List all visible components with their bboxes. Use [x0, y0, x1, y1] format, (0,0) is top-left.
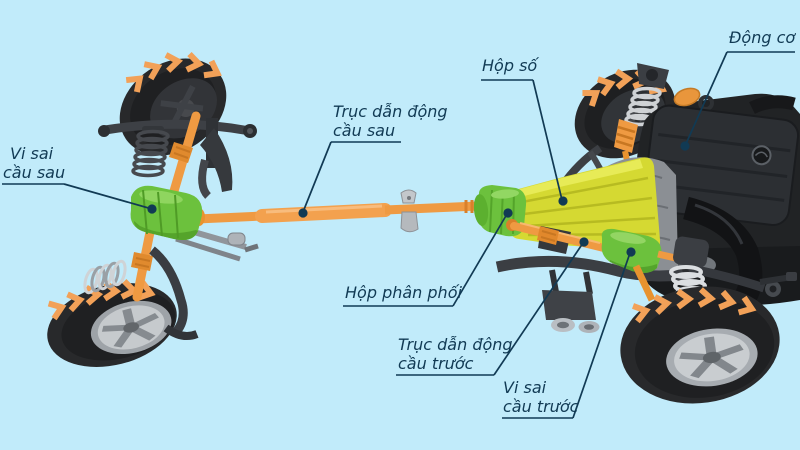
- rear-differential: [130, 185, 205, 240]
- label-rear-driveshaft: Trục dẫn động: [333, 102, 448, 121]
- label-gearbox: Hộp số: [482, 56, 539, 75]
- label-front-driveshaft: Trục dẫn động: [398, 335, 513, 354]
- leader-line: [302, 141, 332, 213]
- rear-suspension-arms: [98, 118, 257, 199]
- leader-line: [493, 242, 584, 376]
- front-wheel-bottom: [620, 276, 780, 404]
- brand-emblem: [751, 145, 772, 166]
- callout-dot: [680, 141, 690, 151]
- annotation-rear-driveshaft: Trục dẫn động cầu sau: [298, 102, 448, 218]
- svg-text:cầu sau: cầu sau: [333, 121, 395, 140]
- alloy-rim: [90, 300, 172, 355]
- upper-hose: [749, 95, 796, 114]
- leader-line: [532, 79, 563, 201]
- label-front-differential: Vi sai: [503, 378, 547, 397]
- label-rear-differential: Vi sai: [10, 144, 54, 163]
- air-intake-hose: [682, 196, 763, 311]
- svg-text:cầu trước: cầu trước: [398, 354, 474, 373]
- rear-coil-spring-top: [131, 126, 170, 178]
- callout-dot: [503, 208, 513, 218]
- callout-dot: [298, 208, 308, 218]
- cooling-fins: [142, 189, 179, 239]
- callout-dot: [579, 237, 589, 247]
- propeller-shaft: [196, 189, 479, 233]
- rear-wheel-bottom: [38, 270, 177, 367]
- center-bearing: [400, 189, 419, 233]
- engine-mount: [673, 87, 701, 107]
- annotations: Vi sai cầu sau Trục dẫn động cầu sau Hộp…: [2, 28, 796, 419]
- leader-line: [572, 252, 631, 419]
- svg-text:cầu sau: cầu sau: [3, 163, 65, 182]
- label-engine: Động cơ: [729, 28, 796, 47]
- rear-coil-spring-bottom: [83, 259, 127, 295]
- leader-line: [63, 183, 153, 210]
- callout-dot: [626, 247, 636, 257]
- gearbox-ribs: [521, 176, 657, 237]
- bushing: [227, 232, 246, 246]
- annotation-rear-differential: Vi sai cầu sau: [2, 144, 157, 214]
- annotation-engine: Động cơ: [680, 28, 796, 151]
- front-strut-top: [624, 63, 669, 127]
- callout-dot: [147, 204, 157, 214]
- label-transfer-case: Hộp phân phối: [345, 283, 462, 302]
- rear-axle-assembly: [38, 39, 259, 367]
- svg-text:cầu trước: cầu trước: [503, 397, 579, 416]
- annotation-gearbox: Hộp số: [481, 56, 568, 206]
- leader-line: [452, 213, 508, 307]
- rear-half-shaft-top: [167, 111, 201, 203]
- annotation-front-driveshaft: Trục dẫn động cầu trước: [396, 237, 589, 376]
- rear-half-shaft-bottom: [131, 227, 155, 302]
- alloy-rim: [666, 328, 758, 387]
- lower-control-arm: [696, 265, 766, 293]
- lateral-link: [175, 236, 241, 262]
- annotation-front-differential: Vi sai cầu trước: [502, 247, 636, 419]
- leader-line: [684, 51, 728, 147]
- annotation-transfer-case: Hộp phân phối: [343, 208, 513, 307]
- cv-joint-ridges: [464, 200, 474, 213]
- half-shaft: [632, 264, 656, 302]
- callout-dot: [558, 196, 568, 206]
